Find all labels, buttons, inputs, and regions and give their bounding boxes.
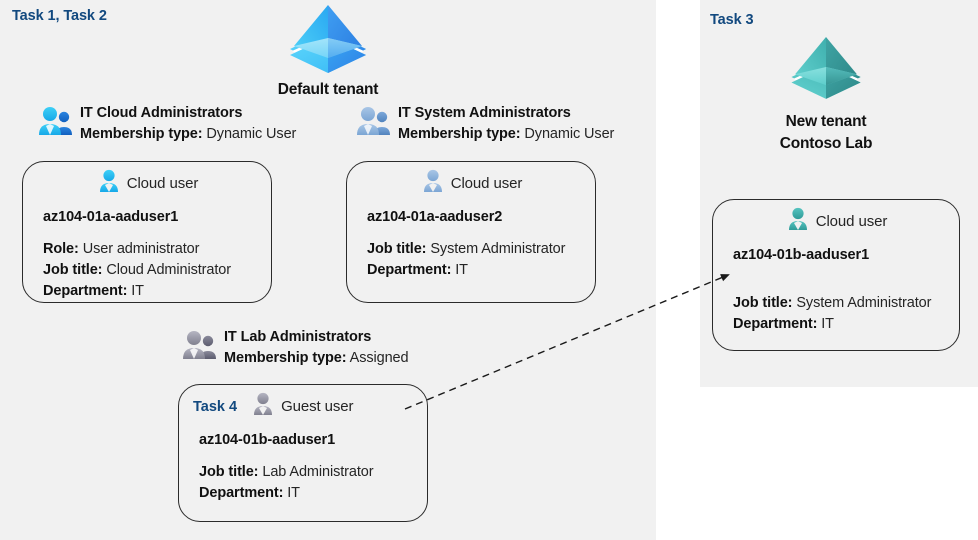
group-header-it-cloud-administrators: IT Cloud Administrators Membership type:…	[38, 104, 296, 145]
property-value: System Administrator	[796, 295, 932, 311]
task-label-4: Task 4	[193, 398, 238, 415]
property-label: Role:	[43, 241, 79, 257]
cloud-user-icon	[96, 168, 122, 199]
group-header-it-system-administrators: IT System Administrators Membership type…	[356, 104, 614, 145]
new-tenant-name-line2: Contoso Lab	[779, 135, 873, 153]
property-label: Job title:	[199, 464, 259, 480]
property-row: Job title: Cloud Administrator	[43, 260, 271, 281]
property-value: Cloud Administrator	[106, 261, 231, 278]
cloud-user-icon	[420, 168, 446, 199]
membership-type-value: Assigned	[349, 349, 409, 366]
user-card-guest-az104-01b-aaduser1[interactable]: Task 4 Guest user az104-01b-aaduser1	[178, 384, 428, 522]
user-card-new-tenant-az104-01b-aaduser1[interactable]: Cloud user az104-01b-aaduser1 Job title:…	[712, 199, 960, 351]
property-label: Job title:	[43, 261, 103, 278]
task-label-3: Task 3	[710, 12, 754, 28]
property-label: Job title:	[367, 241, 427, 257]
property-row: Department: IT	[733, 314, 959, 335]
people-group-icon	[356, 104, 392, 143]
card-header: Cloud user	[713, 206, 959, 237]
group-title: IT Lab Administrators	[224, 329, 372, 345]
user-properties: Job title: System Administrator Departme…	[733, 293, 959, 335]
property-value: Lab Administrator	[262, 464, 374, 480]
cloud-user-icon	[785, 206, 811, 237]
property-value: IT	[455, 261, 468, 278]
membership-type-label: Membership type:	[224, 349, 347, 366]
user-type-label: Cloud user	[815, 213, 888, 230]
user-properties: Job title: System Administrator Departme…	[367, 239, 595, 281]
group-title: IT Cloud Administrators	[80, 105, 243, 121]
card-header: Cloud user	[23, 168, 271, 199]
property-label: Department:	[733, 315, 818, 332]
property-value: IT	[821, 315, 834, 332]
azure-tenant-icon	[228, 2, 428, 79]
membership-type-label: Membership type:	[398, 125, 521, 142]
membership-type-value: Dynamic User	[206, 125, 297, 142]
user-type-label: Guest user	[281, 398, 354, 415]
people-group-icon	[182, 328, 218, 367]
default-tenant-name: Default tenant	[277, 81, 379, 98]
new-tenant-name-line1: New tenant	[785, 113, 867, 130]
group-header-it-lab-administrators: IT Lab Administrators Membership type: A…	[182, 328, 409, 369]
user-type-label: Cloud user	[126, 175, 199, 192]
card-header: Cloud user	[347, 168, 595, 199]
group-membership-type: Membership type: Assigned	[224, 348, 409, 369]
task-label-1-2: Task 1, Task 2	[12, 8, 107, 24]
new-tenant-block: New tenant Contoso Lab	[726, 34, 926, 156]
group-header-text: IT Cloud Administrators Membership type:…	[80, 104, 296, 145]
default-tenant-block: Default tenant	[228, 2, 428, 99]
property-row: Job title: System Administrator	[733, 293, 959, 314]
membership-type-label: Membership type:	[80, 125, 203, 142]
property-row: Job title: Lab Administrator	[199, 462, 427, 483]
property-row: Department: IT	[367, 260, 595, 281]
user-principal-name: az104-01a-aaduser1	[43, 209, 179, 225]
user-principal-name: az104-01b-aaduser1	[199, 432, 336, 448]
user-card-az104-01a-aaduser1[interactable]: Cloud user az104-01a-aaduser1 Role: User…	[22, 161, 272, 303]
guest-user-icon	[250, 391, 276, 422]
azure-tenant-icon	[726, 34, 926, 105]
user-properties: Job title: Lab Administrator Department:…	[199, 462, 427, 504]
user-principal-name: az104-01a-aaduser2	[367, 209, 503, 225]
user-card-az104-01a-aaduser2[interactable]: Cloud user az104-01a-aaduser2 Job title:…	[346, 161, 596, 303]
group-header-text: IT System Administrators Membership type…	[398, 104, 614, 145]
user-type-label: Cloud user	[450, 175, 523, 192]
property-value: IT	[131, 282, 144, 299]
property-row: Role: User administrator	[43, 239, 271, 260]
property-value: System Administrator	[430, 241, 566, 257]
group-membership-type: Membership type: Dynamic User	[80, 124, 296, 145]
property-row: Department: IT	[199, 483, 427, 504]
new-tenant-name: New tenant Contoso Lab	[726, 111, 926, 156]
property-label: Job title:	[733, 295, 793, 311]
property-row: Job title: System Administrator	[367, 239, 595, 260]
property-label: Department:	[367, 261, 452, 278]
group-title: IT System Administrators	[398, 105, 571, 121]
group-membership-type: Membership type: Dynamic User	[398, 124, 614, 145]
membership-type-value: Dynamic User	[524, 125, 615, 142]
user-properties: Role: User administrator Job title: Clou…	[43, 239, 271, 302]
property-value: User administrator	[82, 241, 200, 257]
property-row: Department: IT	[43, 281, 271, 302]
property-value: IT	[287, 484, 300, 501]
property-label: Department:	[199, 484, 284, 501]
card-header: Task 4 Guest user	[193, 391, 427, 422]
group-header-text: IT Lab Administrators Membership type: A…	[224, 328, 409, 369]
people-group-icon	[38, 104, 74, 143]
property-label: Department:	[43, 282, 128, 299]
user-principal-name: az104-01b-aaduser1	[733, 247, 870, 263]
